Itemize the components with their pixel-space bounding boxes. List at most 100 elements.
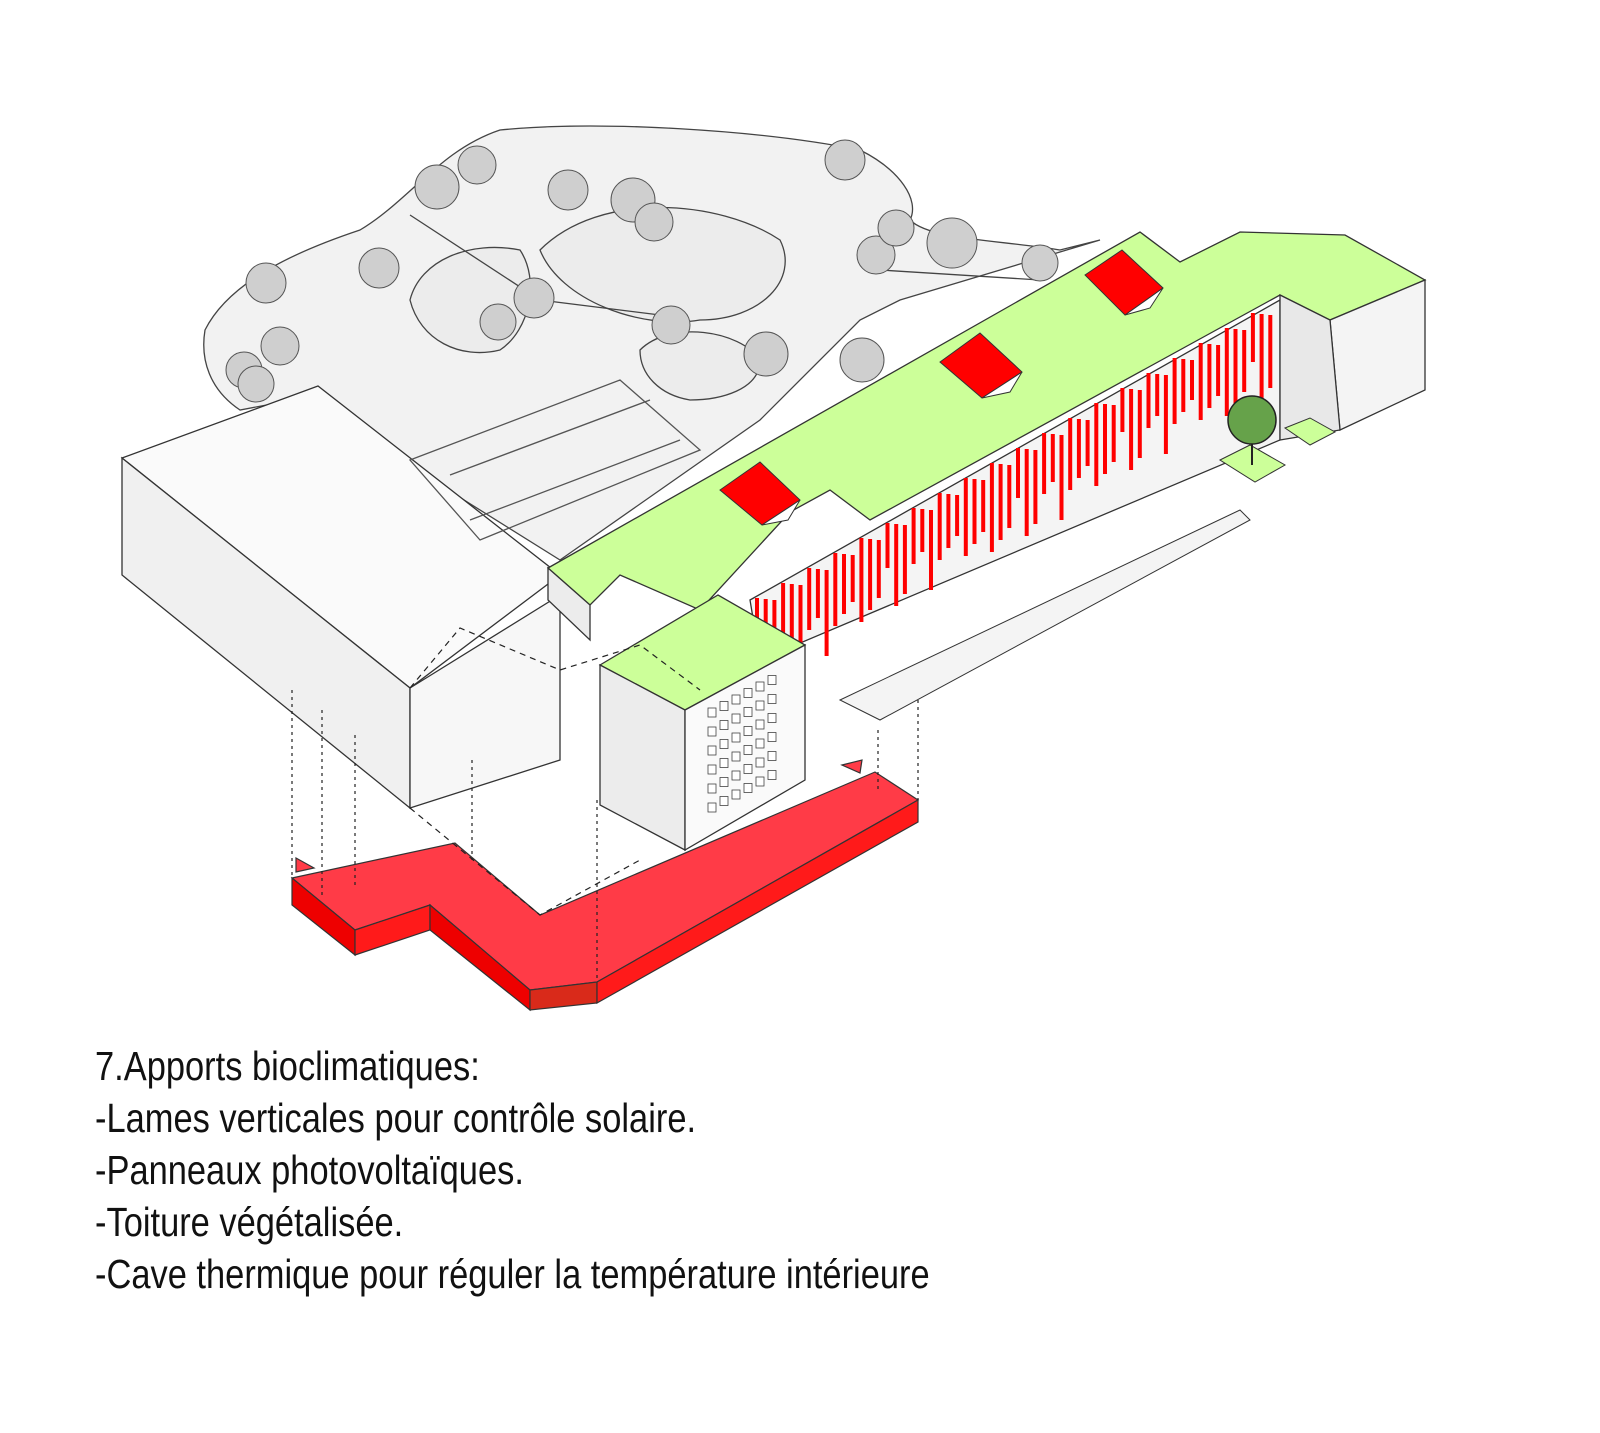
solar-fin — [850, 555, 855, 602]
caption-item: -Panneaux photovoltaïques. — [95, 1147, 524, 1193]
caption-title: 7.Apports bioclimatiques: — [95, 1043, 480, 1089]
solar-fin — [815, 569, 820, 618]
window — [743, 688, 753, 698]
window — [767, 694, 777, 704]
solar-fin — [1233, 329, 1238, 404]
solar-fin — [789, 584, 794, 672]
photovoltaic-panels — [719, 249, 1164, 526]
caption-item: -Cave thermique pour réguler la températ… — [95, 1251, 930, 1297]
solar-fin — [981, 480, 986, 532]
window — [719, 758, 729, 768]
window — [719, 739, 729, 749]
window — [767, 732, 777, 742]
solar-fin — [1163, 375, 1168, 454]
solar-fin — [885, 523, 890, 568]
solar-fin — [894, 524, 899, 606]
window — [743, 726, 753, 736]
bioclimatic-axonometric-diagram — [120, 125, 1427, 1012]
window — [719, 777, 729, 787]
solar-fin — [1094, 403, 1099, 486]
window — [755, 719, 765, 730]
window — [731, 770, 741, 781]
solar-fin — [1198, 343, 1203, 420]
caption: 7.Apports bioclimatiques: -Lames vertica… — [95, 1040, 1089, 1300]
solar-fin — [1242, 330, 1247, 392]
solar-fin — [1172, 358, 1177, 424]
solar-fin — [1216, 345, 1221, 396]
window — [731, 694, 741, 705]
window — [767, 751, 777, 761]
park-area — [203, 125, 1101, 561]
solar-fin — [963, 478, 968, 556]
solar-fin — [807, 568, 812, 630]
solar-fin — [989, 463, 994, 552]
window — [755, 776, 765, 787]
solar-fin — [1146, 373, 1151, 428]
solar-fin — [842, 554, 846, 614]
solar-fin — [868, 539, 873, 610]
window — [767, 713, 777, 723]
window — [755, 681, 765, 692]
solar-fin — [1120, 388, 1125, 432]
solar-fin — [833, 553, 838, 626]
window — [755, 738, 765, 749]
solar-fin — [824, 570, 829, 656]
window — [707, 764, 717, 775]
solar-fin — [876, 540, 881, 598]
solar-fin — [1207, 344, 1212, 408]
window — [707, 707, 717, 718]
solar-fin — [1007, 465, 1012, 528]
solar-fin — [1076, 419, 1081, 478]
solar-fin — [859, 538, 864, 622]
window — [743, 783, 753, 793]
solar-fin — [1050, 434, 1055, 482]
solar-fin — [902, 525, 907, 594]
solar-fin — [972, 479, 977, 544]
solar-fin — [1268, 315, 1273, 388]
window — [707, 726, 717, 737]
solar-fin — [1250, 313, 1255, 362]
solar-fin — [937, 493, 942, 560]
tower-windows — [707, 675, 777, 813]
projection-lines — [291, 627, 919, 982]
window — [767, 675, 777, 685]
solar-fin — [946, 494, 951, 548]
solar-fin — [929, 510, 933, 590]
solar-fin — [1111, 405, 1116, 462]
solar-fin — [1085, 420, 1090, 466]
solar-fin — [998, 464, 1003, 540]
solar-fin — [1137, 390, 1142, 458]
solar-fin — [1016, 448, 1020, 498]
window — [707, 802, 717, 813]
solar-fin — [955, 495, 960, 536]
solar-fin — [1103, 404, 1107, 474]
solar-fin — [798, 585, 803, 660]
solar-fin — [1224, 328, 1229, 416]
caption-item: -Toiture végétalisée. — [95, 1199, 404, 1245]
courtyard-tree — [1218, 395, 1337, 483]
solar-fin — [1059, 435, 1064, 520]
ramp — [838, 509, 1251, 721]
window — [743, 745, 753, 755]
window — [719, 701, 729, 711]
window — [731, 713, 741, 724]
solar-fin — [1190, 360, 1194, 400]
window — [731, 751, 741, 762]
window — [755, 757, 765, 768]
window — [743, 707, 753, 717]
solar-fin — [1033, 450, 1038, 524]
caption-item: -Lames verticales pour contrôle solaire. — [95, 1095, 697, 1141]
gymnasium-building — [120, 379, 702, 810]
window — [707, 745, 717, 756]
window — [719, 720, 729, 730]
solar-fin — [1181, 359, 1186, 412]
window — [707, 783, 717, 794]
window — [743, 764, 753, 774]
solar-fin — [1042, 433, 1047, 494]
window — [719, 796, 729, 806]
solar-fin — [781, 583, 786, 634]
window — [731, 789, 741, 800]
solar-fin — [1259, 314, 1264, 400]
solar-fin — [1024, 449, 1029, 536]
window — [755, 700, 765, 711]
